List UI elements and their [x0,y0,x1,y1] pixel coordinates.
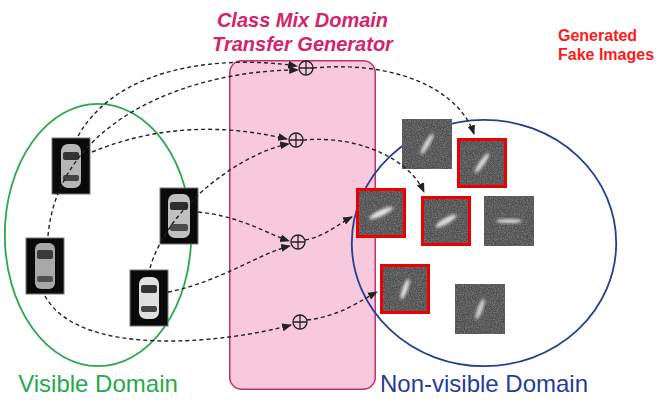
generated-image-part [399,278,411,300]
sum-symbol-part [289,133,303,147]
generated-image-part [421,196,471,246]
nonvisible-image-part [484,196,534,246]
visible-image-part [141,285,157,293]
nonvisible-image-part [455,284,505,334]
domain-ellipse-outline [350,118,618,368]
domain-ellipse-shape [5,104,191,366]
visible-image [26,238,64,294]
nonvisible-image [455,284,505,334]
visible-image-part [130,270,168,326]
visible-image-part [141,306,157,312]
generated-image [457,138,507,188]
nonvisible-image-part [474,298,486,320]
nonvisible-image-part [455,284,505,334]
visible-image-part [63,152,79,160]
visible-image-part [37,276,53,282]
generated-image-part [457,138,507,188]
domain-ellipse-outline [3,102,193,368]
domain-ellipse: Non-visible Domain [350,118,618,368]
generated-image-part [380,264,430,314]
visible-image-part [170,224,188,231]
annotation-label: Generated Fake Images [558,26,664,64]
generated-image-part [423,198,470,245]
generated-image-part [356,188,406,238]
nonvisible-image-part [419,132,435,155]
domain-label: Visible Domain [18,370,178,399]
visible-image-part [35,243,55,289]
block-title: Class Mix Domain Transfer Generator [183,8,423,56]
generated-image-part [473,152,491,175]
nonvisible-image [484,196,534,246]
generator-band: Class Mix Domain Transfer Generator [229,60,376,390]
generated-image-part [434,212,458,229]
sum-symbol-part [299,61,313,75]
generated-image [421,196,471,246]
generated-image-part [358,190,405,237]
visible-image-part [139,277,159,319]
generated-image-part [459,140,506,187]
sum-symbol-part [289,133,303,147]
generated-image-part [368,205,394,221]
visible-image-part [37,250,53,259]
sum-symbol-part [291,235,305,249]
nonvisible-image [402,119,452,169]
sum-symbol-part [293,315,307,329]
visible-image-part [26,238,64,294]
sum-symbol-part [291,235,305,249]
generated-image-part [380,264,430,314]
nonvisible-image-part [402,119,452,169]
sum-symbol-part [299,61,313,75]
sum-symbol-part [293,315,307,329]
generated-image-part [356,188,406,238]
visible-image [130,270,168,326]
visible-image [52,138,90,194]
generated-image-part [457,138,507,188]
generator-band-outline [229,60,376,390]
domain-ellipse-shape [352,120,616,366]
nonvisible-image-part [484,196,534,246]
domain-ellipse: Visible Domain [3,102,193,368]
generated-image-part [421,196,471,246]
nonvisible-image-part [496,219,522,223]
visible-image-part [63,175,79,181]
visible-image-part [52,138,90,194]
visible-image-part [170,202,188,210]
domain-label: Non-visible Domain [380,370,588,399]
generated-image [380,264,430,314]
generated-image-part [382,266,429,313]
generated-image [356,188,406,238]
nonvisible-image-part [402,119,452,169]
